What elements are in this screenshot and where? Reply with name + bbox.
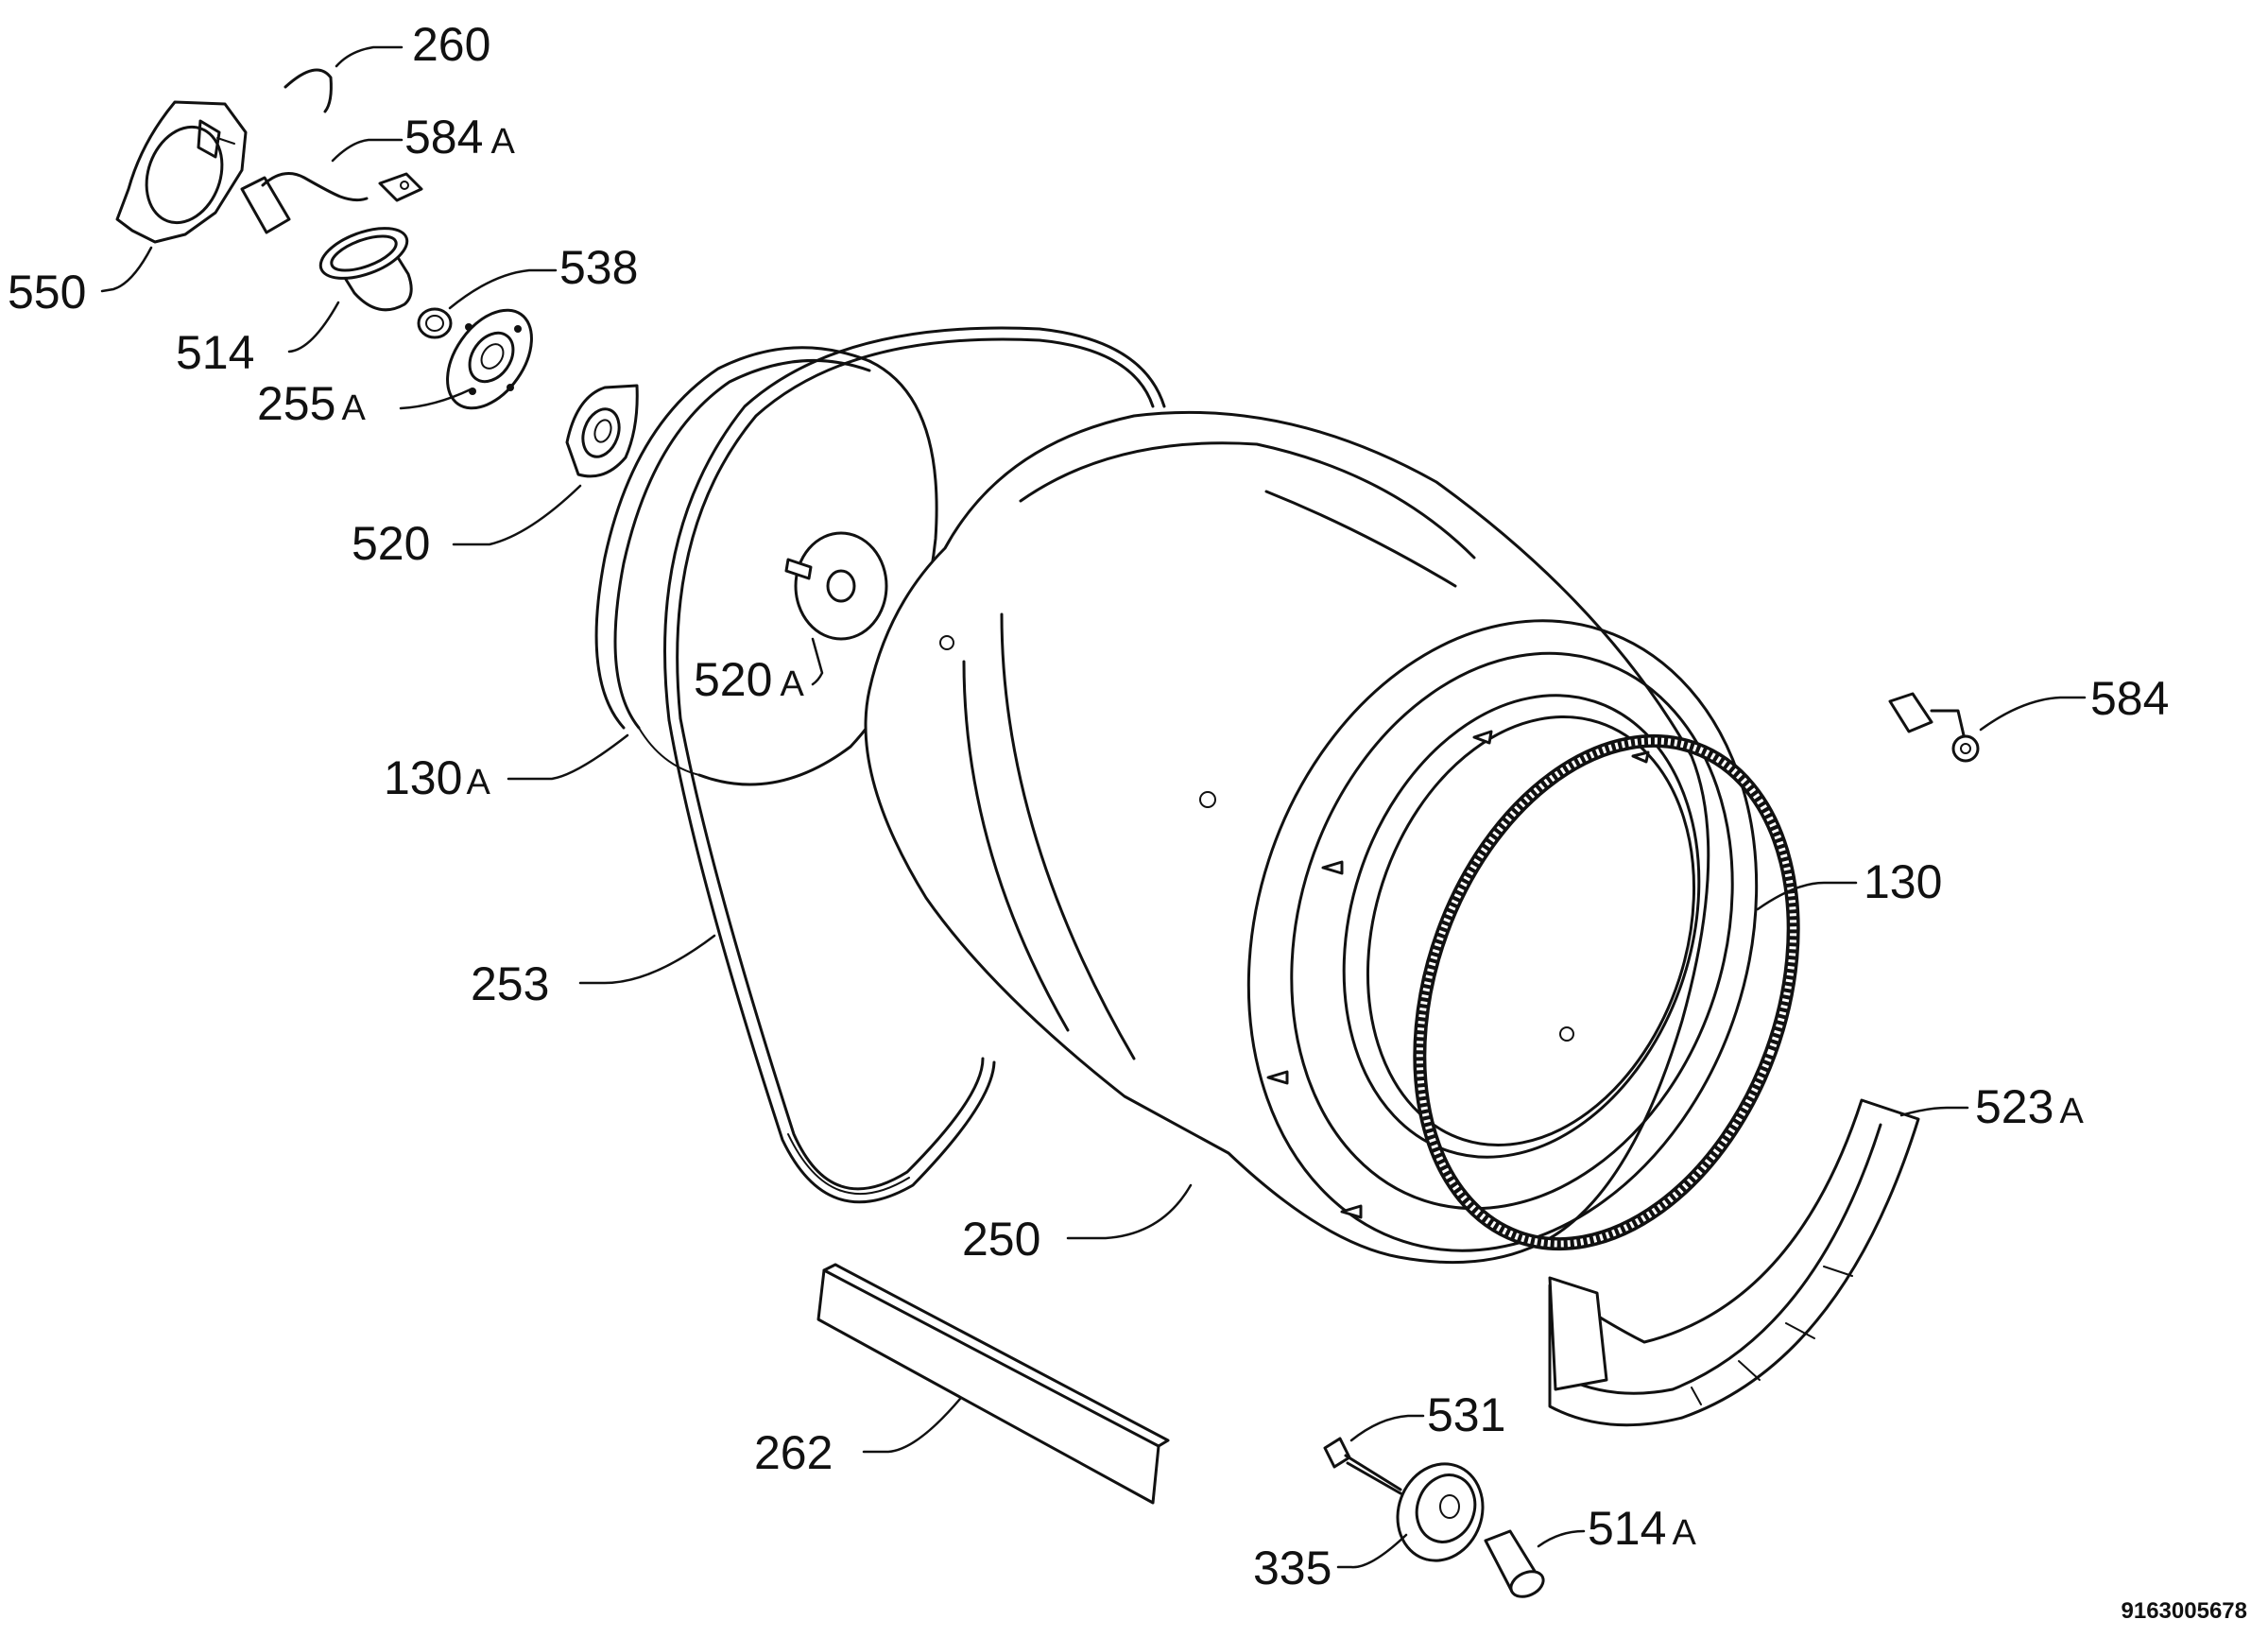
part-514-sleeve [318, 227, 413, 312]
leader-260 [335, 45, 404, 68]
leader-531 [1349, 1414, 1425, 1442]
leader-262 [862, 1397, 962, 1454]
leader-584 [1979, 696, 2087, 732]
part-550-bracket [115, 100, 248, 244]
callout-538: 538 [559, 241, 638, 294]
leader-584a [331, 138, 404, 163]
leader-520a [811, 637, 824, 686]
part-523a-filter-frame [1548, 1098, 1920, 1427]
part-262-strip [816, 1263, 1170, 1505]
callout-520: 520 [352, 517, 430, 570]
callout-584: 584 [2090, 672, 2169, 725]
leader-250 [1066, 1183, 1193, 1240]
part-531-screw [1323, 1437, 1402, 1495]
leader-538 [448, 268, 558, 310]
leader-130 [1756, 881, 1858, 911]
callout-514: 514 [176, 326, 254, 379]
part-260-clip [284, 68, 333, 113]
leader-514 [287, 301, 340, 353]
callout-253: 253 [471, 957, 549, 1010]
leader-520 [452, 484, 582, 546]
leader-253 [578, 934, 716, 985]
part-250-drum [864, 410, 1759, 1265]
leader-550 [100, 246, 153, 293]
leader-255a [399, 388, 472, 410]
part-514a-bushing [1484, 1529, 1545, 1598]
callout-550: 550 [8, 266, 86, 319]
leader-514a [1537, 1529, 1586, 1548]
callout-260: 260 [412, 18, 490, 71]
part-255a-flange [446, 308, 533, 410]
callout-531: 531 [1427, 1388, 1505, 1441]
part-584-sensor [1888, 692, 1980, 763]
leader-335 [1336, 1533, 1408, 1569]
callout-250: 250 [962, 1213, 1040, 1266]
part-335-pulley [1396, 1462, 1485, 1562]
part-253-drive-belt [663, 326, 1166, 1204]
part-520-bearing-plate [565, 384, 639, 478]
part-538-ring [417, 307, 453, 339]
part-130-front-seal [1413, 733, 1800, 1251]
callout-335: 335 [1253, 1542, 1332, 1594]
document-number: 9163005678 [2122, 1598, 2247, 1624]
callout-262: 262 [754, 1426, 833, 1479]
callout-130: 130 [1864, 855, 1942, 908]
leader-130a [507, 733, 629, 781]
part-520a-shaft-hub [784, 531, 888, 641]
part-584a-sensor [240, 172, 423, 234]
leader-523a [1899, 1106, 1969, 1117]
